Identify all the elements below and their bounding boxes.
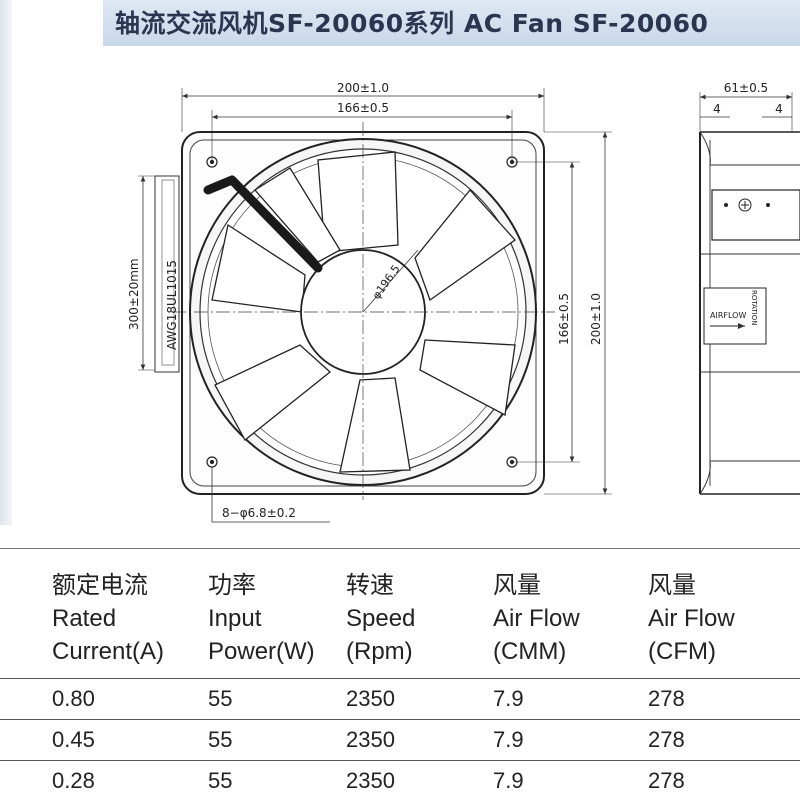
header-airflow-cmm: 风量 Air Flow (CMM) bbox=[493, 549, 648, 679]
cell-airflow-cmm: 7.9 bbox=[493, 720, 648, 761]
table-row: 0.28 55 2350 7.9 278 bbox=[0, 761, 800, 801]
holes-label: 8−φ6.8±0.2 bbox=[222, 506, 296, 520]
cell-current: 0.80 bbox=[0, 679, 208, 720]
fan-technical-drawing: φ196.5 AWG18UL1015 300±20mm 200±1.0 166±… bbox=[0, 46, 800, 536]
lead-length-label: 300±20mm bbox=[127, 258, 141, 330]
cell-airflow-cmm: 7.9 bbox=[493, 679, 648, 720]
cell-power: 55 bbox=[208, 761, 346, 801]
width-inner-label: 166±0.5 bbox=[337, 101, 389, 115]
cell-airflow-cmm: 7.9 bbox=[493, 761, 648, 801]
cell-speed: 2350 bbox=[346, 720, 493, 761]
rotation-label: ROTATION bbox=[750, 290, 758, 325]
header-rated-current: 额定电流 Rated Current(A) bbox=[0, 549, 208, 679]
header-airflow-cfm: 风量 Air Flow (CFM) bbox=[648, 549, 800, 679]
side-view: 61±0.5 4 4 AIRFLOW ROTATION bbox=[700, 81, 800, 494]
width-outer-label: 200±1.0 bbox=[337, 81, 389, 95]
flange-right-label: 4 bbox=[775, 102, 783, 116]
title-banner: 轴流交流风机SF-20060系列 AC Fan SF-20060 bbox=[103, 0, 800, 46]
header-input-power: 功率 Input Power(W) bbox=[208, 549, 346, 679]
motor-block bbox=[712, 190, 800, 240]
flange-left-label: 4 bbox=[713, 102, 721, 116]
cell-current: 0.28 bbox=[0, 761, 208, 801]
table-header-row: 额定电流 Rated Current(A) 功率 Input Power(W) … bbox=[0, 549, 800, 679]
airflow-label: AIRFLOW bbox=[710, 311, 746, 320]
cell-airflow-cfm: 278 bbox=[648, 720, 800, 761]
wire-spec-label: AWG18UL1015 bbox=[165, 260, 179, 350]
spec-table: 额定电流 Rated Current(A) 功率 Input Power(W) … bbox=[0, 549, 800, 801]
height-outer-label: 200±1.0 bbox=[589, 293, 603, 345]
cell-power: 55 bbox=[208, 679, 346, 720]
spec-table-wrapper: 额定电流 Rated Current(A) 功率 Input Power(W) … bbox=[0, 548, 800, 801]
header-speed: 转速 Speed (Rpm) bbox=[346, 549, 493, 679]
cell-airflow-cfm: 278 bbox=[648, 761, 800, 801]
front-view: φ196.5 AWG18UL1015 300±20mm 200±1.0 166±… bbox=[127, 81, 612, 522]
cell-speed: 2350 bbox=[346, 761, 493, 801]
cell-current: 0.45 bbox=[0, 720, 208, 761]
cell-airflow-cfm: 278 bbox=[648, 679, 800, 720]
height-inner-label: 166±0.5 bbox=[557, 293, 571, 345]
table-row: 0.45 55 2350 7.9 278 bbox=[0, 720, 800, 761]
cell-power: 55 bbox=[208, 720, 346, 761]
cell-speed: 2350 bbox=[346, 679, 493, 720]
table-row: 0.80 55 2350 7.9 278 bbox=[0, 679, 800, 720]
depth-label: 61±0.5 bbox=[724, 81, 768, 95]
banner-title: 轴流交流风机SF-20060系列 AC Fan SF-20060 bbox=[115, 4, 708, 40]
